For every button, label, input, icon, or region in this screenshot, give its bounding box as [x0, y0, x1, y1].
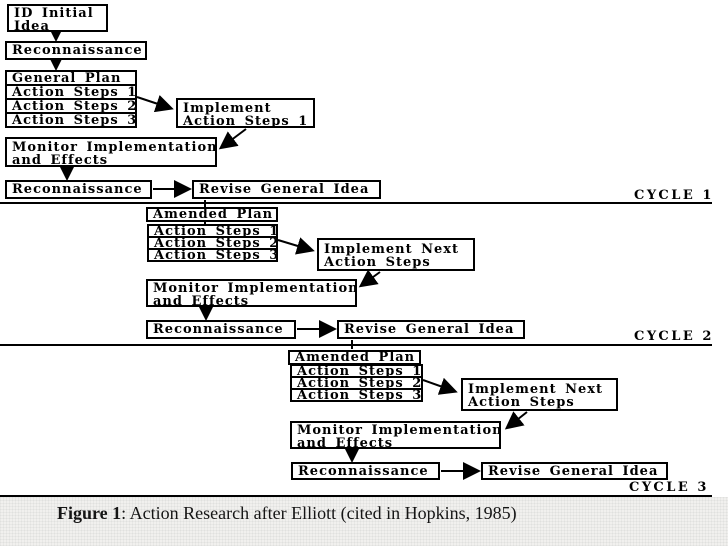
cycle3-label: CYCLE 3	[629, 480, 709, 495]
node-implement-c3-line1: Implement Next	[468, 382, 604, 397]
arrow-steps-to-implement-2	[277, 237, 315, 255]
node-monitor-c2-line2: and Effects	[153, 294, 250, 307]
node-reconnaissance-c2: Reconnaissance	[146, 320, 296, 339]
node-monitor-implementation-c2: Monitor Implementation and Effects	[146, 279, 357, 307]
figure-caption: Figure 1: Action Research after Elliott …	[57, 503, 517, 524]
node-reconnaissance-c1-bottom: Reconnaissance	[5, 180, 152, 199]
node-implement-c2-line2: Action Steps	[324, 255, 431, 270]
node-id-initial-idea-line1: ID Initial	[14, 6, 94, 21]
node-revise-general-idea-c2: Revise General Idea	[337, 320, 525, 339]
node-revise-general-idea-c3: Revise General Idea	[481, 462, 668, 480]
arrow-steps-to-implement-1	[136, 95, 174, 113]
cycle1-label: CYCLE 1	[634, 188, 714, 203]
node-implement-c1-line2: Action Steps 1	[183, 114, 309, 128]
arrow-implement-to-monitor-2	[358, 269, 381, 288]
node-reconnaissance-c3: Reconnaissance	[291, 462, 440, 480]
node-implement-next-c3: Implement Next Action Steps	[461, 378, 618, 411]
node-monitor-c3-line1: Monitor Implementation	[297, 423, 501, 438]
node-monitor-c3-line2: and Effects	[297, 436, 394, 449]
node-action-steps-3-c1: Action Steps 3	[5, 112, 137, 128]
node-revise-general-idea-c1: Revise General Idea	[192, 180, 381, 199]
node-id-initial-idea: ID Initial Idea	[7, 4, 108, 32]
arrow-implement-to-monitor-3	[504, 411, 528, 430]
arrow-steps-to-implement-3	[422, 377, 458, 395]
figure-caption-text: : Action Research after Elliott (cited i…	[121, 503, 517, 523]
node-action-steps-3-c2: Action Steps 3	[147, 248, 278, 262]
node-amended-plan-c3: Amended Plan	[288, 350, 421, 365]
figure-caption-label: Figure 1	[57, 503, 122, 523]
caption-band: Figure 1: Action Research after Elliott …	[0, 497, 728, 546]
node-id-initial-idea-line2: Idea	[14, 19, 50, 32]
node-monitor-c1-line1: Monitor Implementation	[12, 140, 217, 155]
arrow-implement-to-monitor-1	[218, 128, 247, 150]
node-action-steps-3-c3: Action Steps 3	[290, 388, 423, 402]
node-monitor-implementation-c3: Monitor Implementation and Effects	[290, 421, 501, 449]
node-implement-action-steps-c1: Implement Action Steps 1	[176, 98, 315, 128]
node-monitor-c2-line1: Monitor Implementation	[153, 281, 357, 296]
node-implement-next-c2: Implement Next Action Steps	[317, 238, 475, 271]
node-implement-c2-line1: Implement Next	[324, 242, 460, 257]
node-implement-c1-line1: Implement	[183, 101, 272, 116]
cycle2-label: CYCLE 2	[634, 329, 714, 344]
node-monitor-implementation-c1: Monitor Implementation and Effects	[5, 137, 217, 167]
node-implement-c3-line2: Action Steps	[468, 395, 575, 410]
node-amended-plan-c2: Amended Plan	[146, 207, 278, 222]
node-monitor-c1-line2: and Effects	[12, 153, 109, 167]
node-reconnaissance-c1-top: Reconnaissance	[5, 41, 147, 60]
